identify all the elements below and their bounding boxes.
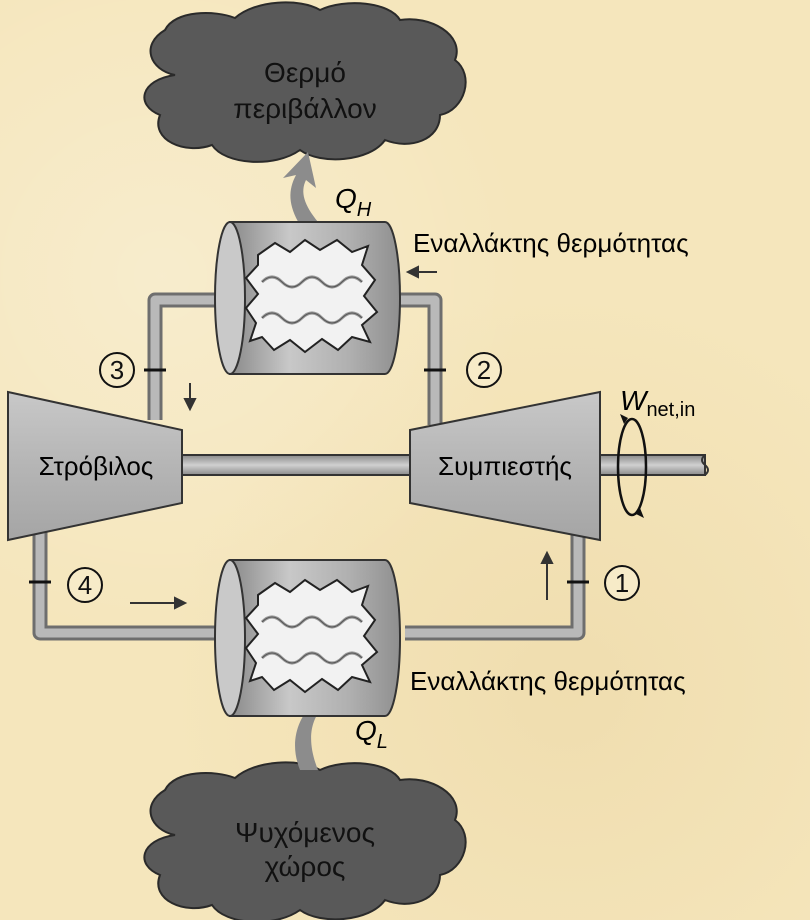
svg-text:4: 4	[78, 570, 92, 600]
cold-cloud-line2: χώρος	[265, 851, 346, 882]
state-4: 4	[67, 567, 103, 603]
compressor-label: Συμπιεστής	[438, 451, 572, 481]
top-exchanger-label: Εναλλάκτης θερμότητας	[413, 228, 689, 258]
svg-text:1: 1	[615, 568, 629, 598]
cold-space-cloud	[143, 761, 467, 920]
work-label: Wnet,in	[620, 385, 695, 421]
rotation-arrowhead-top-icon	[620, 414, 628, 424]
rotation-arrowhead-bottom-icon	[636, 508, 644, 518]
hot-environment-cloud	[143, 1, 467, 163]
svg-text:3: 3	[110, 355, 124, 385]
compressor	[409, 390, 601, 542]
turbine	[7, 390, 183, 542]
rotation-arrow-icon	[616, 417, 648, 517]
cold-cloud-line1: Ψυχόμενος	[235, 817, 375, 848]
state-3: 3	[99, 352, 135, 388]
state-ticks	[29, 368, 589, 584]
hot-cloud-line1: Θερμό	[264, 57, 346, 88]
turbine-label: Στρόβιλος	[39, 451, 154, 481]
qh-heat-arrow	[283, 152, 318, 225]
svg-text:2: 2	[477, 355, 491, 385]
bottom-exchanger-label: Εναλλάκτης θερμότητας	[410, 666, 686, 696]
state-2: 2	[466, 352, 502, 388]
state-1: 1	[604, 565, 640, 601]
flow-arrows	[130, 265, 554, 610]
qh-label: QH	[335, 183, 372, 221]
top-heat-exchanger	[214, 221, 401, 375]
ql-label: QL	[355, 715, 388, 753]
bottom-heat-exchanger	[214, 559, 401, 717]
pipe-network	[32, 292, 586, 641]
hot-cloud-line2: περιβάλλον	[233, 93, 376, 124]
